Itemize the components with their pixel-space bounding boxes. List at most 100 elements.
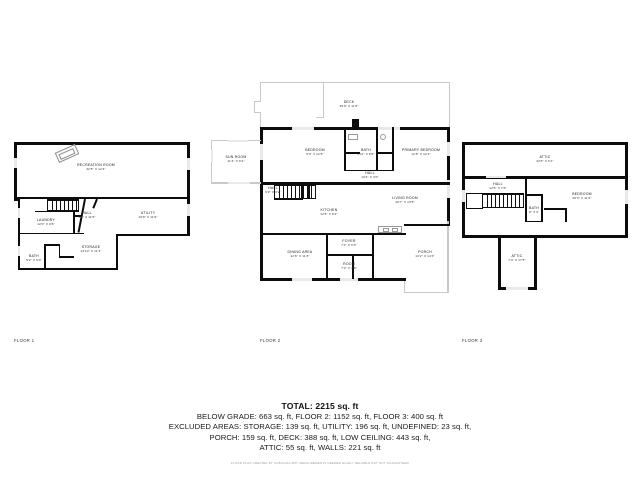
stairs	[274, 185, 316, 199]
room-hall-f2-upper: HALL 10'4" X 3'0"	[361, 171, 379, 180]
wall	[14, 199, 21, 202]
counter-fixture	[378, 226, 402, 233]
deck-wall	[448, 82, 450, 128]
tub-fixture	[348, 134, 358, 140]
partition	[73, 204, 75, 234]
wall	[14, 196, 190, 199]
porch-wall	[404, 278, 406, 293]
wall	[371, 278, 406, 281]
wall	[462, 142, 628, 145]
window	[18, 208, 21, 218]
window	[187, 204, 190, 216]
wall	[187, 142, 190, 236]
stairs	[482, 194, 524, 208]
partition	[301, 185, 303, 200]
room-primary-bedroom: PRIMARY BEDROOM 12'8" X 12'4"	[401, 148, 441, 157]
wall	[14, 196, 17, 199]
total-area: TOTAL: 2215 sq. ft	[281, 401, 359, 411]
room-attic-upper: ATTIC 32'5" X 6'1"	[536, 155, 554, 164]
partition	[541, 194, 543, 222]
wall	[14, 142, 17, 199]
deck-wall	[254, 101, 262, 103]
deck-wall	[260, 82, 262, 102]
wall	[344, 182, 450, 185]
window	[211, 150, 213, 162]
window	[292, 127, 314, 130]
partition	[47, 199, 79, 201]
partition	[525, 194, 528, 222]
room-attic-lower: ATTIC 7'4" X 17'5"	[508, 254, 526, 263]
room-bath-f1: BATH 5'2" X 5'3"	[26, 254, 42, 263]
summary-line-4: ATTIC: 55 sq. ft, WALLS: 221 sq. ft	[259, 443, 381, 453]
window	[506, 287, 528, 290]
partition	[73, 215, 82, 217]
porch-wall	[404, 291, 449, 293]
window	[228, 140, 248, 142]
deck-wall	[316, 117, 325, 119]
wall	[498, 235, 501, 290]
window	[260, 144, 263, 160]
room-laundry: LAUNDRY 12'0" X 9'6"	[36, 218, 56, 227]
room-utility: UTILITY 16'8" X 11'9"	[138, 211, 158, 220]
partition	[326, 235, 328, 279]
partition	[346, 152, 360, 154]
partition	[565, 208, 567, 222]
partition	[44, 244, 60, 246]
partition	[526, 194, 543, 196]
room-room: ROOM 7'0" X 4'8"	[341, 262, 357, 271]
floor-1-plan: RECREATION ROOM 32'5" X 12'4" LAUNDRY 12…	[14, 142, 194, 343]
partition	[372, 233, 375, 279]
stairs	[47, 200, 79, 211]
floor-2-plan: DECK 35'0" X 11'6"	[211, 82, 450, 343]
room-bath-f2: BATH 4'11" X 8'8"	[357, 148, 375, 157]
window	[187, 158, 190, 170]
window	[447, 180, 450, 198]
wall	[404, 224, 450, 227]
window	[486, 176, 506, 179]
partition	[35, 210, 79, 212]
partition	[526, 220, 543, 223]
room-bath-f3: BATH 8" X 6'	[529, 206, 539, 215]
room-storage: STORAGE 13'10" X 11'3"	[80, 245, 102, 254]
porch-wall	[447, 221, 449, 293]
window	[228, 182, 250, 184]
wall	[14, 142, 190, 145]
wall	[18, 199, 21, 270]
sink-fixture	[383, 227, 389, 232]
room-hall-f2-lower: HALL 6'9" X 3'2"	[265, 186, 281, 195]
partition	[326, 254, 374, 256]
deck-wall	[323, 82, 325, 118]
partition	[376, 127, 379, 171]
window	[625, 190, 628, 204]
window	[292, 278, 312, 281]
partition	[18, 232, 84, 235]
wall	[534, 235, 537, 290]
room-living-room: LIVING ROOM 20'7" X 13'5"	[392, 196, 418, 205]
room-bedroom-f2: BEDROOM 9'3" X 12'5"	[305, 148, 325, 157]
summary-line-2: EXCLUDED AREAS: STORAGE: 139 sq. ft, UTI…	[168, 422, 472, 432]
floor-2-caption: FLOOR 2	[260, 338, 281, 343]
window	[378, 127, 400, 130]
summary-line-1: BELOW GRADE: 663 sq. ft, FLOOR 2: 1152 s…	[196, 412, 444, 421]
room-recreation-room: RECREATION ROOM 32'5" X 12'4"	[77, 163, 115, 172]
wall	[92, 198, 99, 209]
wall	[260, 233, 372, 236]
partition	[378, 152, 392, 154]
wall	[462, 176, 628, 179]
floor-3-caption: FLOOR 3	[462, 338, 483, 343]
deck-wall	[260, 112, 262, 128]
wall	[260, 182, 263, 236]
floor-3-plan: ATTIC 32'5" X 6'1" HALL 12'5" X 7'6" BED…	[462, 142, 632, 343]
partition	[525, 176, 528, 196]
partition	[274, 198, 302, 201]
partition	[308, 185, 311, 199]
deck-wall	[254, 101, 256, 113]
wall	[18, 267, 118, 270]
room-bedroom-f3: BEDROOM 20'3" X 11'6"	[572, 192, 592, 201]
partition	[44, 244, 46, 268]
wall	[115, 233, 190, 236]
partition	[392, 127, 395, 171]
toilet-fixture	[380, 134, 386, 140]
partition	[346, 169, 394, 172]
